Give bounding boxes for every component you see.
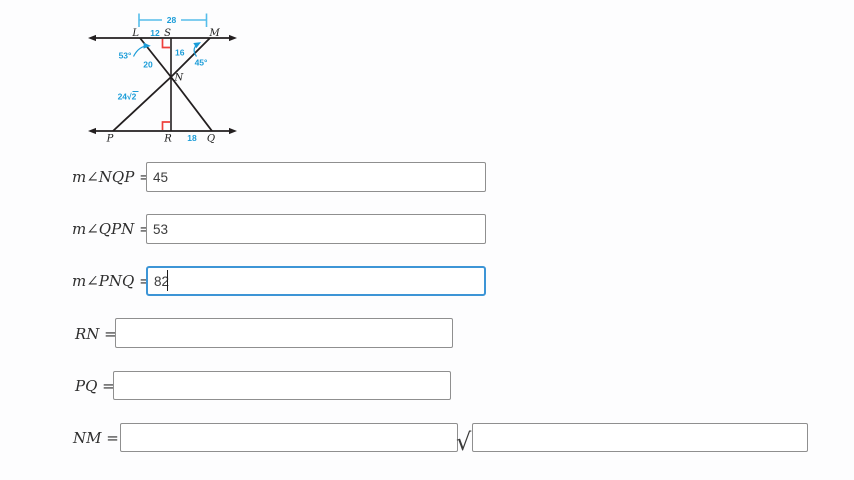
- label-m-angle-nqp: m∠NQP =: [72, 168, 152, 186]
- label-m-angle-pnq: m∠PNQ =: [72, 272, 152, 290]
- point-label-m: M: [209, 28, 221, 39]
- input-pq[interactable]: [113, 371, 451, 400]
- input-m-angle-nqp[interactable]: [146, 162, 486, 192]
- measure-20: 20: [143, 60, 153, 70]
- text-caret: [167, 270, 168, 291]
- point-label-s: S: [164, 28, 171, 39]
- label-nm: NM =: [73, 429, 119, 447]
- right-angle-marker-r: [161, 121, 170, 130]
- measure-12: 12: [150, 28, 160, 38]
- label-rn: RN =: [75, 325, 117, 343]
- dimension-bracket-28: 28: [138, 13, 208, 27]
- point-label-p: P: [106, 134, 114, 145]
- measure-16: 16: [175, 48, 185, 58]
- input-m-angle-qpn[interactable]: [146, 214, 486, 244]
- angle-arrow-53: [132, 42, 151, 57]
- measure-24sqrt2: 24√2: [118, 92, 137, 102]
- point-label-q: Q: [207, 134, 215, 145]
- point-label-n: N: [174, 73, 185, 84]
- measure-53: 53°: [119, 51, 132, 61]
- point-label-r: R: [163, 134, 172, 145]
- measure-45: 45°: [195, 58, 208, 68]
- label-pq: PQ =: [75, 377, 115, 395]
- right-angle-marker-s: [161, 39, 170, 49]
- line-pq: [88, 127, 237, 135]
- label-m-angle-qpn: m∠QPN =: [72, 220, 152, 238]
- measure-28: 28: [167, 15, 177, 25]
- radical-icon: √: [456, 428, 472, 456]
- angle-arrow-45: [193, 42, 202, 57]
- point-label-l: L: [131, 28, 139, 39]
- segment-mp: [112, 37, 211, 132]
- input-rn[interactable]: [115, 318, 453, 348]
- geometry-diagram: 28 L S M N P R: [88, 13, 237, 145]
- input-nm-coefficient[interactable]: [120, 423, 458, 452]
- input-m-angle-pnq[interactable]: [146, 266, 486, 296]
- input-nm-radicand[interactable]: [472, 423, 808, 452]
- measure-18: 18: [187, 133, 197, 143]
